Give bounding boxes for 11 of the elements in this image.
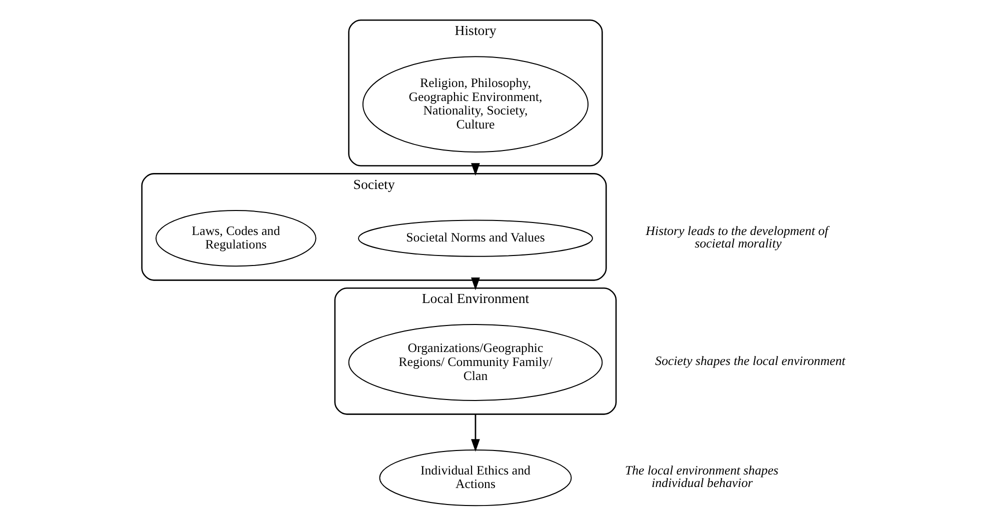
node-ellipse: Religion, Philosophy, Geographic Environment, Nationality, Society, Culture	[362, 56, 589, 152]
arrow	[471, 414, 480, 452]
node-ellipse: Societal Norms and Values	[358, 220, 593, 257]
arrow	[471, 278, 480, 290]
node-ellipse: Laws, Codes and Regulations	[156, 210, 316, 267]
label: Society shapes the local environment	[655, 354, 846, 368]
label: History leads to the development of societal morality	[646, 224, 828, 251]
node-ellipse: Individual Ethics and Actions	[379, 450, 572, 506]
node-ellipse: Organizations/Geographic Regions/ Community Family/ Clan	[348, 324, 603, 401]
arrow	[471, 163, 480, 176]
label: The local environment shapes individual behavior	[624, 463, 778, 490]
